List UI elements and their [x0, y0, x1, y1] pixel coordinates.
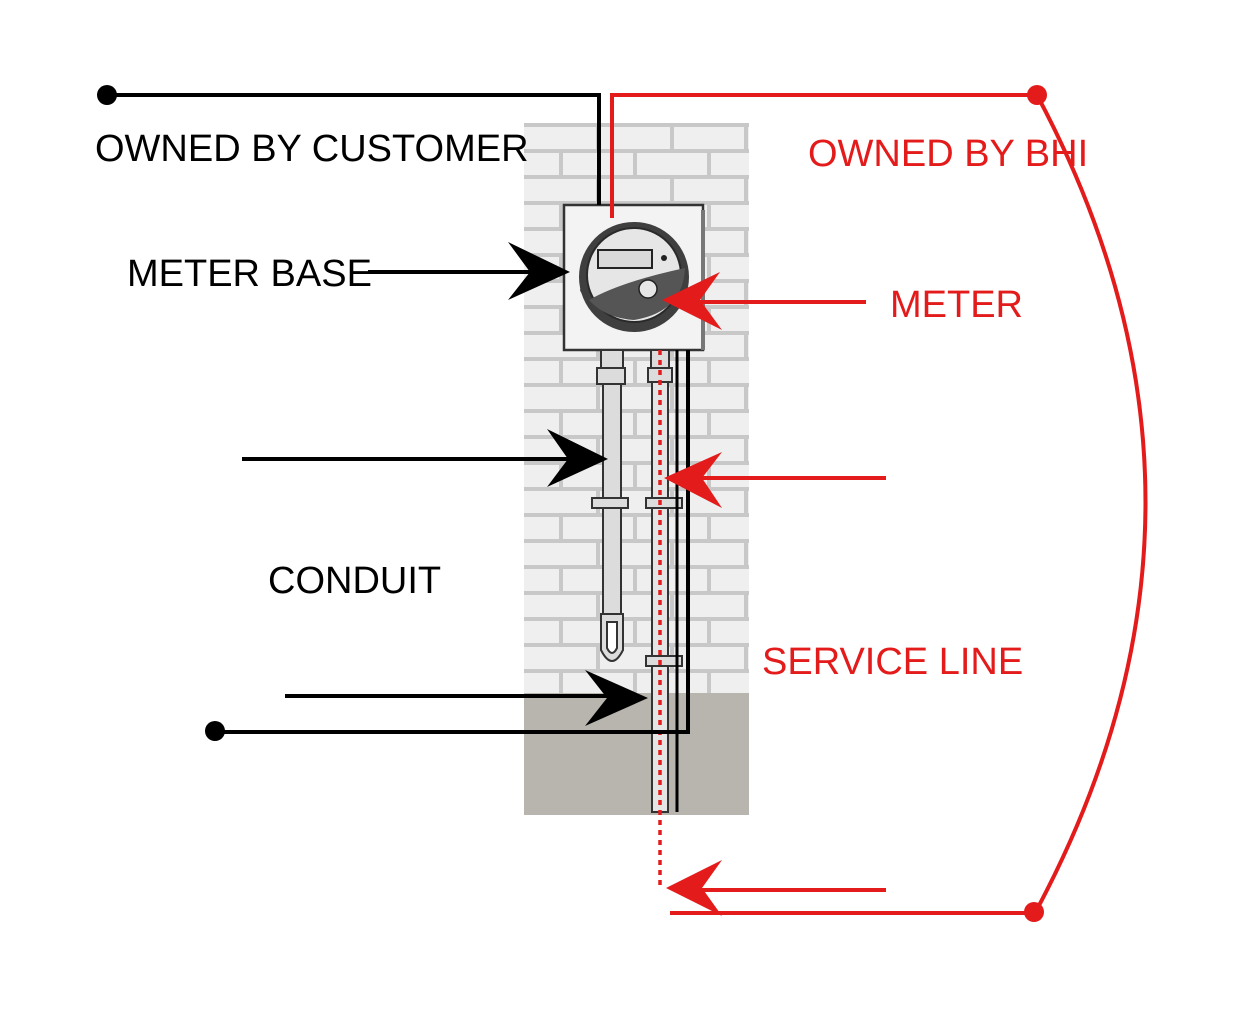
label-meter: METER — [890, 284, 1023, 326]
bhi-ownership-dot-top — [1027, 85, 1047, 105]
bhi-ownership-line — [610, 93, 1037, 218]
label-owned-by-bhi: OWNED BY BHI — [808, 133, 1088, 175]
label-service-line: SERVICE LINE — [762, 641, 1023, 683]
label-meter-base: METER BASE — [127, 253, 372, 295]
service-line-pipe — [645, 349, 683, 813]
bhi-ownership-dot-bottom — [1024, 902, 1044, 922]
label-conduit: CONDUIT — [268, 560, 441, 602]
service-line-arrow-lower — [666, 860, 886, 916]
label-owned-by-customer: OWNED BY CUSTOMER — [95, 128, 529, 170]
bhi-ownership-bracket — [1033, 94, 1148, 914]
meter-arrow — [662, 272, 866, 330]
conduit-arrow-upper — [242, 429, 608, 487]
conduit-arrow-lower — [285, 670, 648, 726]
meter — [579, 222, 689, 332]
customer-ownership-dot-bottom — [205, 721, 225, 741]
ground — [524, 693, 749, 815]
customer-conduit — [591, 349, 629, 662]
meter-base-arrow — [368, 242, 570, 300]
customer-ownership-dot-top — [97, 85, 117, 105]
service-line-arrow-upper — [664, 452, 886, 508]
customer-ownership-line — [107, 93, 601, 205]
